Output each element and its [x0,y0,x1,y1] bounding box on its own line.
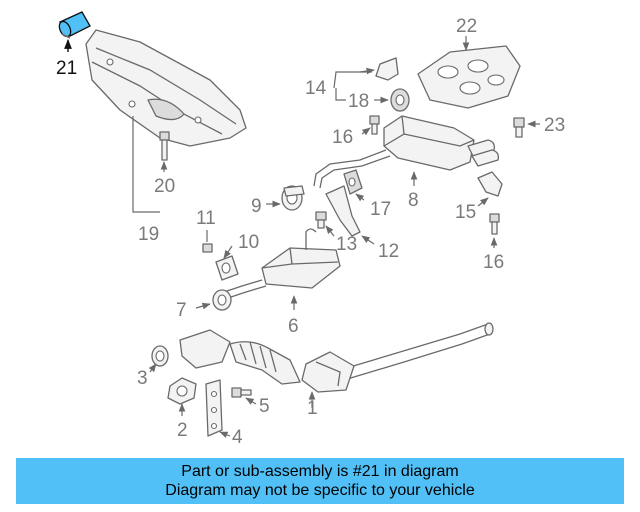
callout-9: 9 [251,196,262,217]
part-18-rubber-hanger[interactable] [374,88,410,112]
exhaust-parts-diagram: 1 2 3 4 5 6 7 8 9 10 11 12 13 14 15 16 1… [56,11,565,448]
part-16-upper-bolt[interactable] [361,115,380,136]
part-1-front-pipe[interactable] [179,322,494,408]
part-12-bracket[interactable] [325,185,375,245]
callout-22: 22 [456,16,477,37]
part-4-bracket[interactable] [205,379,231,438]
callout-8: 8 [408,190,419,211]
callout-3: 3 [137,368,148,389]
callout-19: 19 [138,224,159,245]
callout-11: 11 [196,208,216,229]
callout-20: 20 [154,176,175,197]
part-21-bolt[interactable] [57,11,91,52]
part-11-bolt[interactable] [202,230,213,253]
callout-18: 18 [348,91,369,112]
callout-4: 4 [232,427,243,448]
callout-12: 12 [378,241,399,262]
callout-2: 2 [177,420,188,441]
part-3-gasket[interactable] [148,345,169,373]
part-5-bolt[interactable] [231,387,257,405]
part-2-gasket[interactable] [167,377,197,416]
part-17-rubber-hanger[interactable] [343,169,365,202]
callout-15: 15 [455,202,476,223]
part-10-hanger[interactable] [215,245,239,281]
banner-line-1: Part or sub-assembly is #21 in diagram [181,463,459,480]
callout-14: 14 [305,78,327,99]
info-banner: Part or sub-assembly is #21 in diagram D… [16,458,624,504]
banner-line-2: Diagram may not be specific to your vehi… [165,482,475,499]
callout-1: 1 [307,398,318,419]
callout-6: 6 [288,316,299,337]
part-22-heat-shield[interactable] [417,36,521,109]
part-7-clamp[interactable] [195,289,232,311]
part-16-lower-bolt[interactable] [489,213,500,248]
part-6-center-muffler[interactable] [223,228,341,310]
part-9-clamp[interactable] [266,185,305,211]
part-15-bracket[interactable] [477,171,503,207]
callout-23: 23 [544,115,565,136]
callout-10: 10 [238,232,259,253]
callout-13: 13 [336,234,357,255]
callout-16a: 16 [332,127,353,148]
callout-16b: 16 [483,252,504,273]
callout-17: 17 [370,199,391,220]
callout-5: 5 [259,396,270,417]
part-8-rear-muffler[interactable] [313,115,500,189]
part-20-bolt[interactable] [159,131,170,172]
part-13-bolt[interactable] [315,211,335,237]
callout-7: 7 [176,300,187,321]
callout-21: 21 [56,58,77,79]
part-23-bolt[interactable] [513,117,540,138]
part-19-heat-shield[interactable] [85,29,247,213]
part-14-bracket[interactable] [333,57,399,101]
